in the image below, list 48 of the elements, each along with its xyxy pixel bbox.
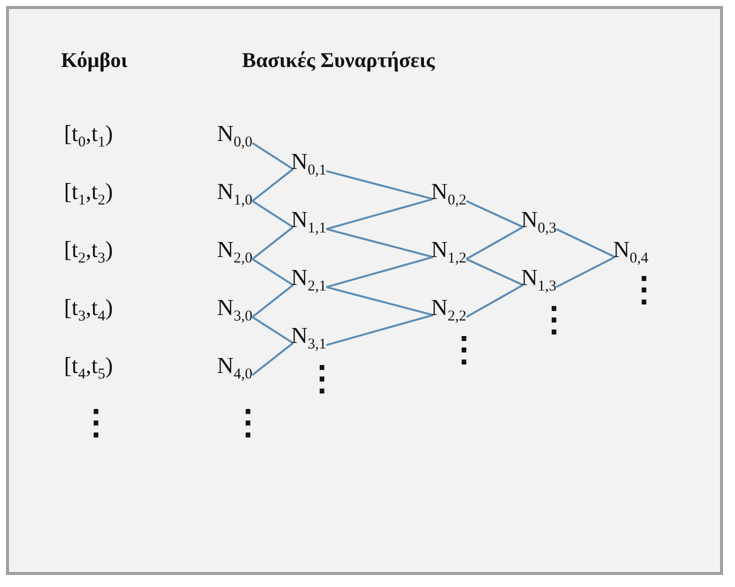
connector-line <box>326 198 434 230</box>
connector-line <box>252 168 294 202</box>
connector-line <box>252 342 294 376</box>
knot-interval: [t$_{1}$,t$_{2}$) <box>64 179 113 210</box>
connector-line <box>466 200 524 228</box>
connector-line <box>466 258 524 286</box>
basis-function-label: N$_{4,0}$ <box>217 353 252 384</box>
connector-line <box>252 284 294 318</box>
connector-line <box>252 200 294 228</box>
basis-function-label: N$_{2,2}$ <box>431 295 466 326</box>
connector-line <box>556 256 616 288</box>
connector-line <box>252 226 294 260</box>
ellipsis-dots: ⋮ <box>305 363 339 397</box>
knot-interval: [t$_{0}$,t$_{1}$) <box>64 121 113 152</box>
basis-function-label: N$_{3,1}$ <box>291 323 326 354</box>
connector-line <box>326 314 434 346</box>
connector-line <box>252 258 294 286</box>
connector-line <box>252 142 294 170</box>
ellipsis-dots: ⋮ <box>537 304 571 338</box>
connector-line <box>326 256 434 288</box>
basis-function-label: N$_{0,4}$ <box>613 237 648 268</box>
basis-function-label: N$_{2,1}$ <box>291 265 326 296</box>
connector-line <box>326 286 434 316</box>
knot-interval: [t$_{2}$,t$_{3}$) <box>64 237 113 268</box>
knot-interval: [t$_{4}$,t$_{5}$) <box>64 353 113 384</box>
basis-function-label: N$_{0,2}$ <box>431 179 466 210</box>
basis-function-label: N$_{1,1}$ <box>291 207 326 238</box>
basis-function-label: N$_{2,0}$ <box>217 237 252 268</box>
connector-line <box>466 226 524 260</box>
connector-line <box>326 228 434 258</box>
knot-interval: [t$_{3}$,t$_{4}$) <box>64 295 113 326</box>
basis-function-label: N$_{3,0}$ <box>217 295 252 326</box>
basis-function-label: N$_{0,1}$ <box>291 149 326 180</box>
ellipsis-dots: ⋮ <box>79 407 113 441</box>
connector-line <box>466 284 524 318</box>
column-heading: Κόμβοι <box>61 49 128 72</box>
ellipsis-dots: ⋮ <box>627 274 661 308</box>
basis-function-label: N$_{1,0}$ <box>217 179 252 210</box>
column-heading: Βασικές Συναρτήσεις <box>242 49 435 72</box>
basis-function-label: N$_{0,0}$ <box>217 121 252 152</box>
ellipsis-dots: ⋮ <box>447 334 481 368</box>
ellipsis-dots: ⋮ <box>231 407 265 441</box>
basis-function-label: N$_{1,3}$ <box>521 265 556 296</box>
basis-function-label: N$_{1,2}$ <box>431 237 466 268</box>
basis-function-label: N$_{0,3}$ <box>521 207 556 238</box>
connector-line <box>252 316 294 344</box>
connector-line <box>556 228 616 258</box>
connector-line <box>326 170 434 200</box>
